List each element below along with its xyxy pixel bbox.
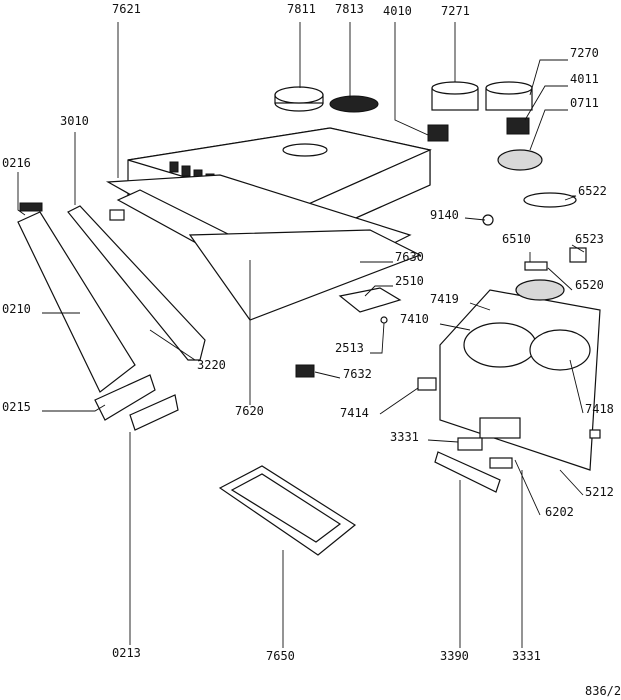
motor-housing [434,192,601,493]
part-label-7632: 7632 [343,367,372,381]
part-label-0215: 0215 [2,400,31,414]
part-label-0213: 0213 [112,646,141,660]
part-label-3331-lower: 3331 [512,649,541,663]
part-7414 [417,377,437,391]
carbon-filters [274,81,543,171]
part-label-7414: 7414 [340,406,369,420]
screw-2513 [380,316,388,324]
part-label-7418: 7418 [585,402,614,416]
part-label-2510: 2510 [395,274,424,288]
part-7632 [295,364,315,378]
part-label-3390: 3390 [440,649,469,663]
part-label-7813: 7813 [335,2,364,16]
part-label-7620: 7620 [235,404,264,418]
part-label-9140: 9140 [430,208,459,222]
leader-lines [17,22,585,648]
part-label-7811: 7811 [287,2,316,16]
part-label-6522: 6522 [578,184,607,198]
part-label-6510: 6510 [502,232,531,246]
part-label-7650: 7650 [266,649,295,663]
part-label-6520: 6520 [575,278,604,292]
drawing-id: 836/2 [585,684,621,698]
part-label-3220: 3220 [197,358,226,372]
tray-7650 [218,465,357,556]
part-label-0216: 0216 [2,156,31,170]
part-label-6523: 6523 [575,232,604,246]
part-label-4010: 4010 [383,4,412,18]
part-label-2513: 2513 [335,341,364,355]
part-label-7410: 7410 [400,312,429,326]
part-label-3010: 3010 [60,114,89,128]
part-label-4011: 4011 [570,72,599,86]
part-label-7270: 7270 [570,46,599,60]
part-label-0210: 0210 [2,302,31,316]
front-panels [17,202,206,431]
part-label-3331-upper: 3331 [390,430,419,444]
part-label-6202: 6202 [545,505,574,519]
part-label-7630: 7630 [395,250,424,264]
part-label-0711: 0711 [570,96,599,110]
part-label-7621: 7621 [112,2,141,16]
filter-frames [105,174,422,321]
part-label-5212: 5212 [585,485,614,499]
part-label-7271: 7271 [441,4,470,18]
part-label-7419: 7419 [430,292,459,306]
